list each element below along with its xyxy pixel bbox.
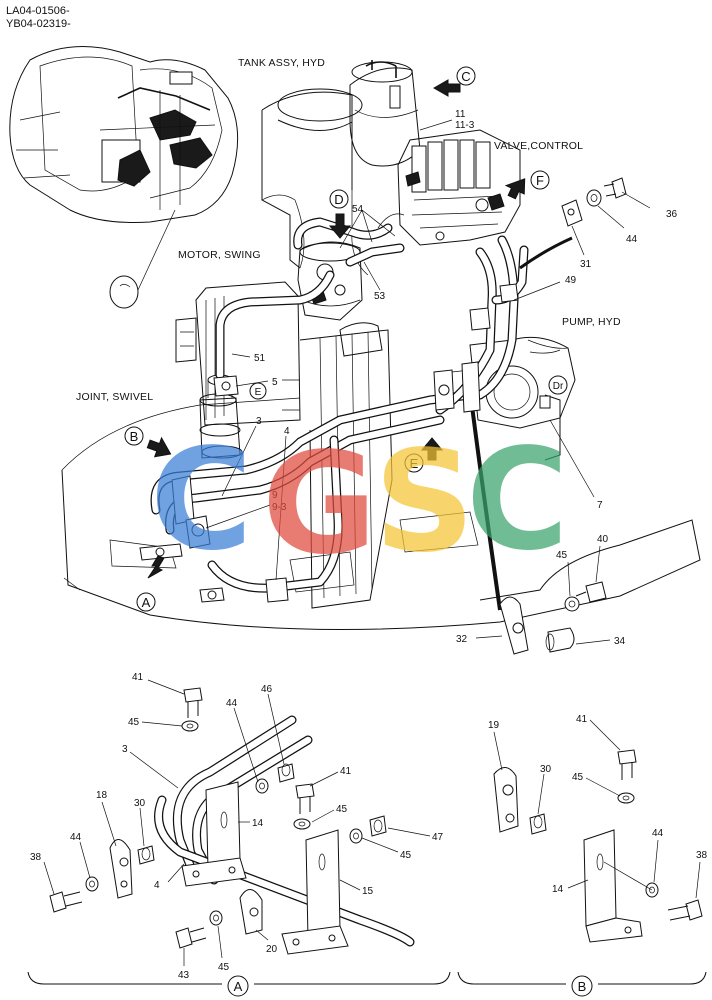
part-44-top: 44 <box>626 234 638 245</box>
main-part-numbers: 11 11-3 54 53 36 44 31 49 51 5 3 4 9 9-3… <box>254 109 678 647</box>
part-53: 53 <box>374 291 386 302</box>
a-part-41: 41 <box>132 672 144 683</box>
a-part-20: 20 <box>266 944 278 955</box>
part-9: 9 <box>272 490 278 501</box>
part-4: 4 <box>284 426 290 437</box>
detail-view-b: 19 41 30 45 44 14 38 <box>488 714 708 943</box>
part-45-right: 45 <box>556 550 568 561</box>
part-5: 5 <box>272 377 278 388</box>
b-part-38: 38 <box>696 850 708 861</box>
a-part-45d: 45 <box>218 962 230 973</box>
a-part-43: 43 <box>178 970 190 981</box>
caption-tank: TANK ASSY, HYD <box>238 57 325 69</box>
view-arrows: C F D B A E E Dr <box>124 66 568 612</box>
view-label-e: E <box>410 456 419 471</box>
part-32: 32 <box>456 634 468 645</box>
a-part-44b: 44 <box>70 832 82 843</box>
detail-bolt-36 <box>561 177 627 227</box>
doc-code-1: LA04-01506- <box>6 5 70 17</box>
a-part-14: 14 <box>252 818 264 829</box>
a-part-45b: 45 <box>336 804 348 815</box>
frame-assembly <box>175 281 393 609</box>
detail-view-a: 41 45 44 46 3 18 30 14 41 45 47 45 44 38… <box>30 672 444 981</box>
doc-code-2: YB04-02319- <box>6 18 71 30</box>
a-part-41b: 41 <box>340 766 352 777</box>
main-leader-lines <box>205 119 651 645</box>
part-36: 36 <box>666 209 678 220</box>
part-40: 40 <box>597 534 609 545</box>
a-part-3: 3 <box>122 744 128 755</box>
view-label-c: C <box>461 69 470 84</box>
watermark-letter-1: C <box>150 419 253 582</box>
part-11: 11 <box>455 109 466 120</box>
a-part-47: 47 <box>432 832 444 843</box>
watermark-letter-4: C <box>466 419 569 582</box>
view-brackets: A B <box>27 971 707 997</box>
detail-clamp-32 <box>499 581 607 655</box>
part-31: 31 <box>580 259 592 270</box>
part-34: 34 <box>614 636 626 647</box>
control-valve <box>377 129 521 246</box>
part-7: 7 <box>597 500 603 511</box>
a-part-38: 38 <box>30 852 42 863</box>
part-9-3: 9-3 <box>272 502 287 513</box>
marker-e-small: E <box>255 387 262 398</box>
a-part-46: 46 <box>261 684 273 695</box>
b-part-44: 44 <box>652 828 664 839</box>
b-part-45: 45 <box>572 772 584 783</box>
view-label-b: B <box>130 429 139 444</box>
watermark-letter-2: G <box>262 423 377 586</box>
caption-motor: MOTOR, SWING <box>178 249 261 261</box>
caption-valve: VALVE,CONTROL <box>494 140 583 152</box>
bracket-label-b: B <box>578 979 587 994</box>
b-part-41: 41 <box>576 714 588 725</box>
b-part-19: 19 <box>488 720 500 731</box>
a-part-4: 4 <box>154 880 160 891</box>
watermark-letter-3: S <box>374 421 475 584</box>
main-clamps <box>139 283 519 603</box>
b-part-14: 14 <box>552 884 564 895</box>
a-part-44: 44 <box>226 698 238 709</box>
bracket-label-a: A <box>234 979 243 994</box>
view-label-d: D <box>334 192 343 207</box>
part-54: 54 <box>352 204 364 215</box>
part-51: 51 <box>254 353 266 364</box>
part-3: 3 <box>256 416 262 427</box>
a-part-45: 45 <box>128 717 140 728</box>
a-part-30: 30 <box>134 798 146 809</box>
component-captions: TANK ASSY, HYD VALVE,CONTROL MOTOR, SWIN… <box>76 57 621 403</box>
a-part-18: 18 <box>96 790 108 801</box>
a-part-15: 15 <box>362 886 374 897</box>
view-label-f: F <box>536 173 544 188</box>
watermark-logo: C G S C <box>150 419 569 586</box>
marker-dr: Dr <box>553 381 564 392</box>
excavator-overview-inset <box>9 46 239 309</box>
view-label-a: A <box>142 595 151 610</box>
caption-joint: JOINT, SWIVEL <box>76 391 153 403</box>
part-11-3: 11-3 <box>455 120 475 131</box>
part-49: 49 <box>565 275 577 286</box>
caption-pump: PUMP, HYD <box>562 316 621 328</box>
a-part-45c: 45 <box>400 850 412 861</box>
b-part-30: 30 <box>540 764 552 775</box>
